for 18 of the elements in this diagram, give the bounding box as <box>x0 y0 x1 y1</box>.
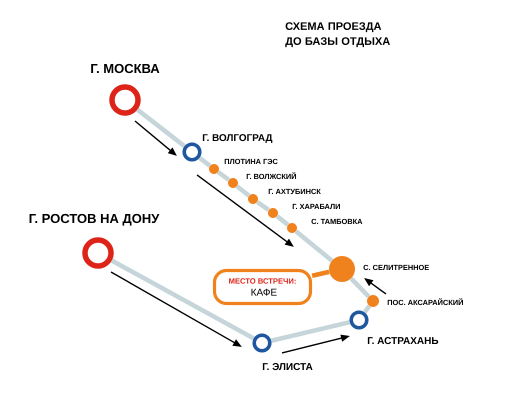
place-name: Г. РОСТОВ НА ДОНУ <box>30 214 160 226</box>
place-name: Г. ВОЛГОГРАД <box>202 134 272 143</box>
route-line <box>276 214 290 227</box>
place-name: Г. МОСКВА <box>91 64 160 74</box>
route-line <box>110 258 255 340</box>
place-name: Г. ЭЛИСТА <box>262 363 313 370</box>
route-line <box>270 320 350 344</box>
title: СХЕМА ПРОЕЗДА ДО БАЗЫ ОТДЫХА <box>285 22 390 48</box>
route-line <box>198 156 212 168</box>
route-line <box>236 184 250 198</box>
leader-line <box>312 270 330 278</box>
place-name: Г. АСТРАХАНЬ <box>368 337 438 344</box>
route-line <box>136 108 186 148</box>
route-line <box>350 276 370 298</box>
route-line <box>216 170 230 182</box>
route-line <box>294 230 334 262</box>
route-line <box>362 304 372 314</box>
route-line <box>256 200 270 212</box>
